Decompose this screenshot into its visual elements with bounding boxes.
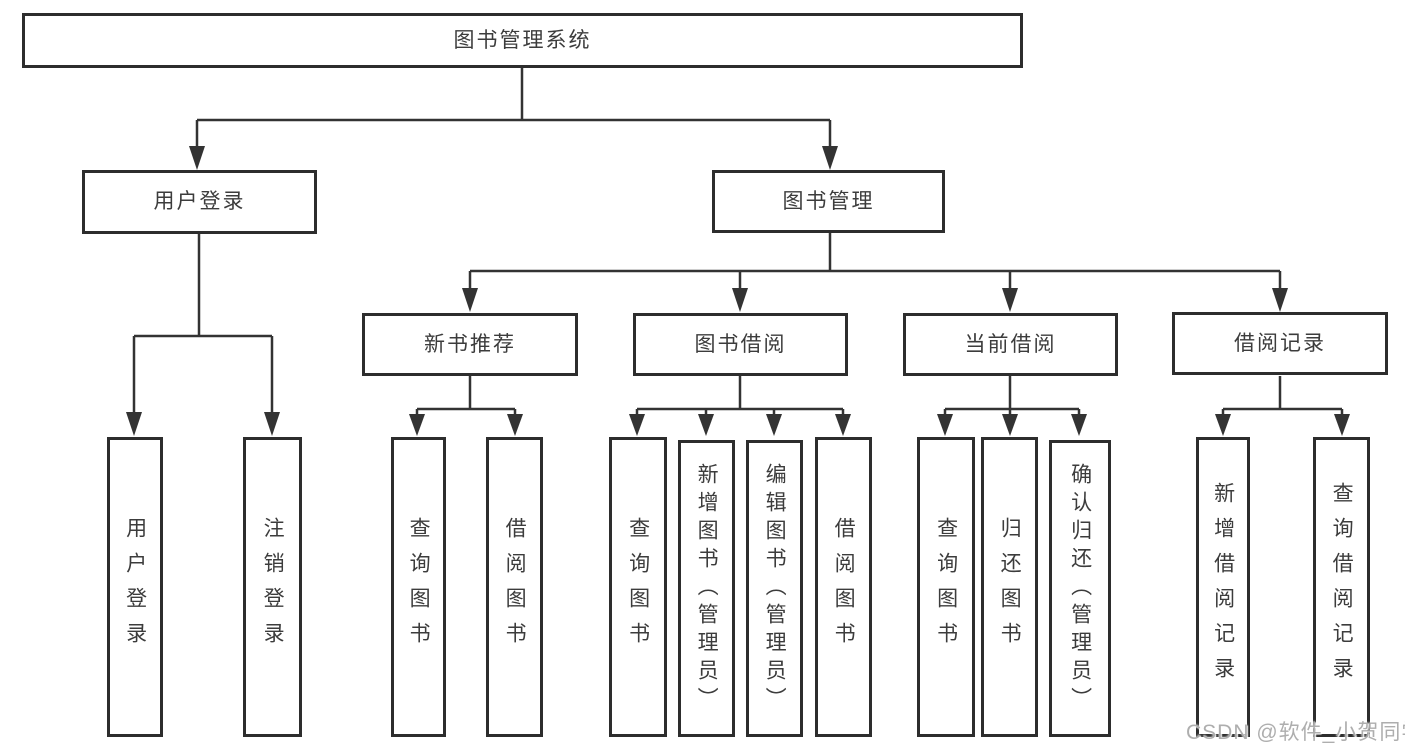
- node-book-borrowing: 图书借阅: [633, 313, 848, 376]
- leaf-current-query-books: 查询图书: [917, 437, 975, 737]
- node-new-book-recommendation: 新书推荐: [362, 313, 578, 376]
- csdn-watermark: CSDN @软件_小贺同学: [1186, 721, 1405, 744]
- node-library-management-system: 图书管理系统: [22, 13, 1023, 68]
- leaf-return-books: 归还图书: [981, 437, 1038, 737]
- leaf-user-login: 用户登录: [107, 437, 163, 737]
- leaf-borrowing-query-books: 查询图书: [609, 437, 667, 737]
- node-current-borrowing: 当前借阅: [903, 313, 1118, 376]
- leaf-borrowing-borrow-books: 借阅图书: [815, 437, 872, 737]
- leaf-recommend-query-books: 查询图书: [391, 437, 446, 737]
- leaf-add-books-admin: 新增图书（管理员）: [678, 440, 735, 737]
- leaf-query-borrow-record: 查询借阅记录: [1313, 437, 1370, 737]
- leaf-recommend-borrow-books: 借阅图书: [486, 437, 543, 737]
- leaf-logout: 注销登录: [243, 437, 302, 737]
- node-user-login: 用户登录: [82, 170, 317, 234]
- leaf-add-borrow-record: 新增借阅记录: [1196, 437, 1250, 737]
- node-borrowing-records: 借阅记录: [1172, 312, 1388, 375]
- leaf-edit-books-admin: 编辑图书（管理员）: [746, 440, 803, 737]
- leaf-confirm-return-admin: 确认归还（管理员）: [1049, 440, 1111, 737]
- node-book-management: 图书管理: [712, 170, 945, 233]
